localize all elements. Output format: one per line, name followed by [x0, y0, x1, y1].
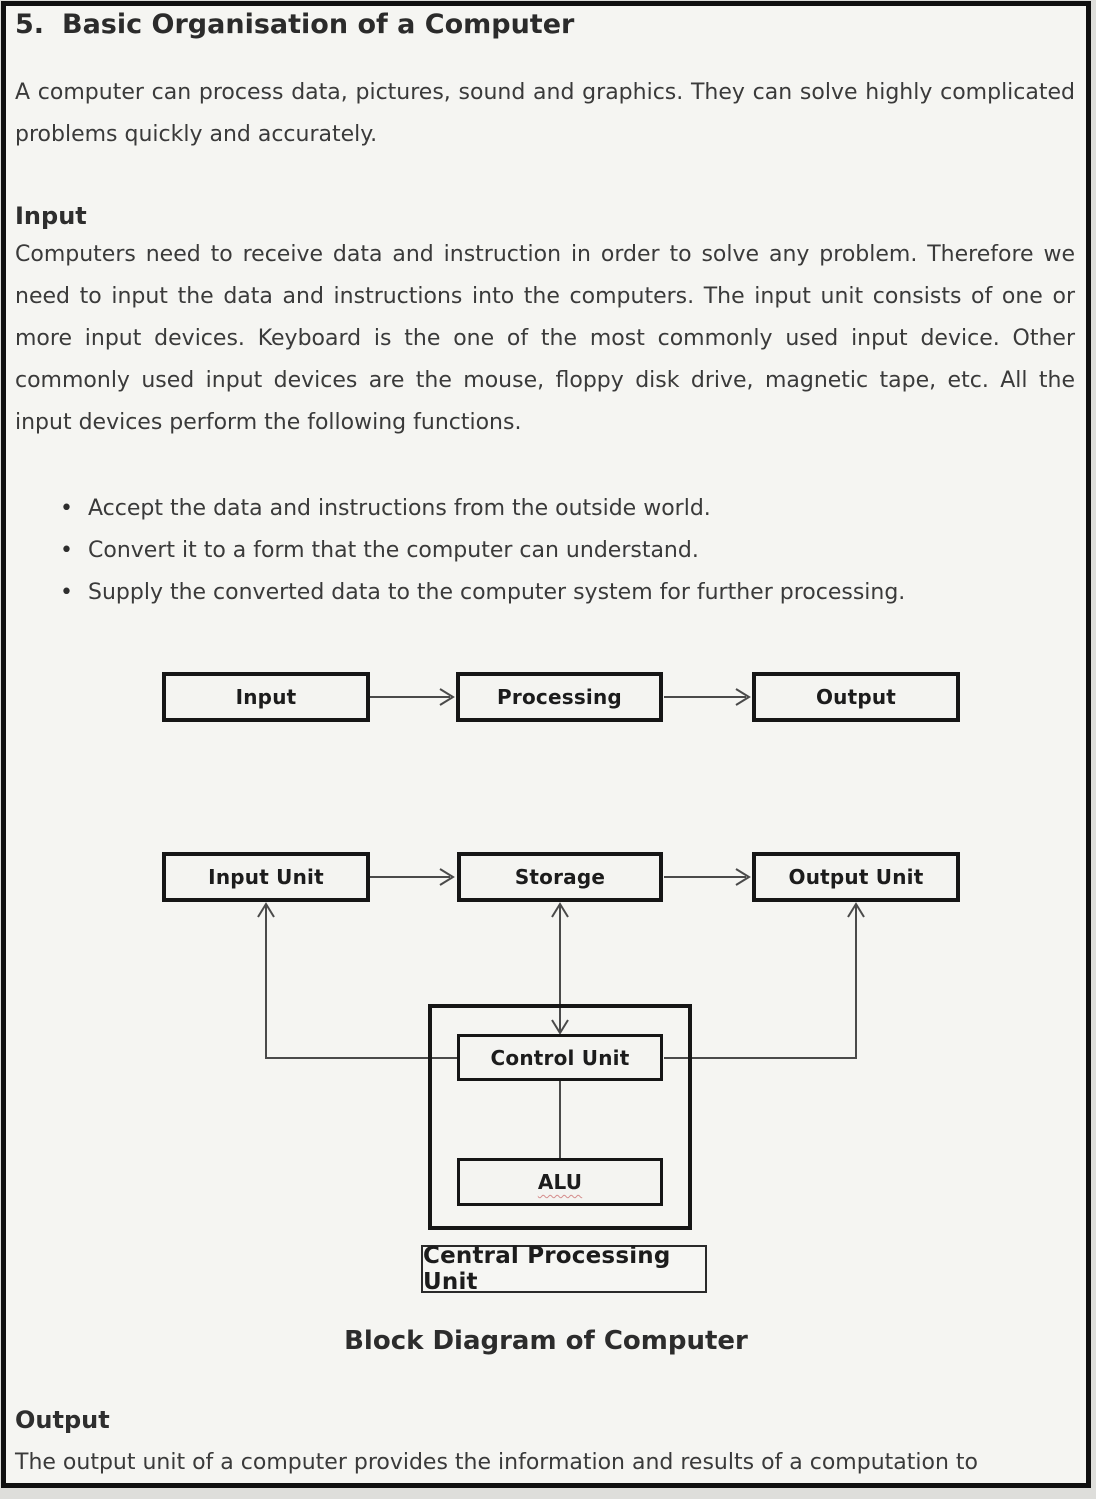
input-functions-list: • Accept the data and instructions from … — [15, 488, 1046, 614]
diagram-box-alu: ALU — [457, 1158, 663, 1206]
box-label: Control Unit — [490, 1045, 630, 1070]
box-label: Input — [235, 685, 297, 709]
bullet-icon: • — [60, 496, 73, 521]
bullet-icon: • — [60, 538, 73, 563]
arrowhead-up-icon — [551, 902, 569, 918]
input-paragraph: Computers need to receive data and instr… — [15, 242, 1075, 435]
diagram-box-output: Output — [752, 672, 960, 722]
diagram-box-input-unit: Input Unit — [162, 852, 370, 902]
arrowhead-right-icon — [439, 688, 455, 706]
arrowhead-down-icon — [551, 1019, 569, 1035]
list-item-text: Convert it to a form that the computer c… — [88, 538, 699, 563]
bullet-icon: • — [60, 580, 73, 605]
diagram-box-control-unit: Control Unit — [457, 1034, 663, 1081]
connector-lines — [257, 688, 865, 1158]
arrowhead-right-icon — [439, 868, 455, 886]
box-label: ALU — [537, 1170, 583, 1194]
diagram-box-output-unit: Output Unit — [752, 852, 960, 902]
box-label: Central Processing Unit — [423, 1243, 671, 1295]
box-label: Processing — [497, 685, 622, 709]
diagram-box-cpu-outline — [428, 1004, 692, 1230]
diagram-box-processing: Processing — [456, 672, 663, 722]
output-paragraph: The output unit of a computer provides t… — [15, 1450, 978, 1475]
list-item-text: Supply the converted data to the compute… — [88, 580, 906, 605]
line-controlunit-to-inputunit — [265, 905, 457, 1059]
box-label: Output — [815, 685, 897, 709]
input-heading: Input — [15, 202, 87, 230]
section-title: 5. Basic Organisation of a Computer — [15, 8, 574, 42]
arrowhead-right-icon — [735, 868, 751, 886]
diagram-connectors — [257, 688, 865, 1158]
arrowhead-right-icon — [735, 688, 751, 706]
line-controlunit-to-outputunit — [664, 905, 857, 1059]
output-heading: Output — [15, 1406, 110, 1434]
arrowhead-up-icon — [847, 902, 865, 918]
diagram-caption: Block Diagram of Computer — [344, 1326, 748, 1356]
section-number: 5. — [15, 9, 45, 40]
box-label: Input Unit — [208, 865, 324, 889]
section-title-text: Basic Organisation of a Computer — [62, 9, 575, 40]
list-item: • Accept the data and instructions from … — [15, 488, 1046, 530]
diagram-box-input: Input — [162, 672, 370, 722]
list-item: • Convert it to a form that the computer… — [15, 530, 1046, 572]
arrowhead-up-icon — [257, 902, 275, 918]
intro-paragraph: A computer can process data, pictures, s… — [15, 80, 1075, 147]
diagram-box-storage: Storage — [457, 852, 663, 902]
box-label: Output Unit — [788, 865, 924, 889]
list-item-text: Accept the data and instructions from th… — [88, 496, 711, 521]
diagram-box-cpu-label: Central Processing Unit — [421, 1243, 707, 1295]
box-label: Storage — [514, 865, 606, 889]
list-item: • Supply the converted data to the compu… — [15, 572, 1046, 614]
